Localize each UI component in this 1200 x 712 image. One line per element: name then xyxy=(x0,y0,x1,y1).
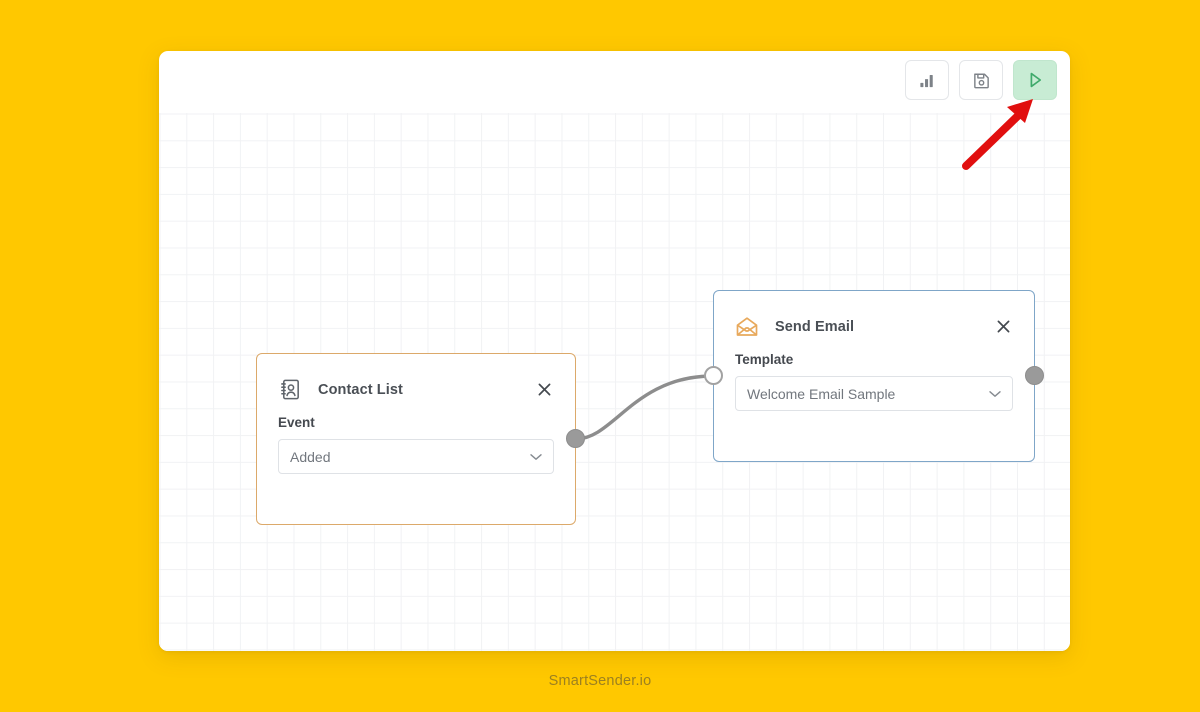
app-window: Contact List Event Added xyxy=(159,51,1070,651)
close-icon[interactable] xyxy=(533,379,555,401)
template-select-value: Welcome Email Sample xyxy=(747,385,896,402)
bar-chart-icon xyxy=(919,74,933,87)
chevron-down-icon xyxy=(989,390,1001,398)
node-send-email[interactable]: Send Email Template Welcome Email Sample xyxy=(713,290,1035,462)
open-envelope-icon xyxy=(734,314,760,340)
footer-brand: SmartSender.io xyxy=(548,673,652,689)
address-book-icon xyxy=(277,377,303,403)
node-contact-list[interactable]: Contact List Event Added xyxy=(256,353,576,525)
handle-send-email-input[interactable] xyxy=(704,366,723,385)
node-title: Contact List xyxy=(318,381,403,398)
run-button[interactable] xyxy=(1013,60,1057,100)
node-body: Event Added xyxy=(257,406,575,474)
save-button[interactable] xyxy=(959,60,1003,100)
edge-contact-list-to-send-email xyxy=(574,374,715,441)
toolbar xyxy=(905,60,1057,100)
template-select[interactable]: Welcome Email Sample xyxy=(735,376,1013,411)
node-body: Template Welcome Email Sample xyxy=(714,343,1034,411)
event-select-value: Added xyxy=(290,448,331,465)
workflow-canvas[interactable]: Contact List Event Added xyxy=(159,113,1070,651)
chevron-down-icon xyxy=(530,453,542,461)
close-icon[interactable] xyxy=(992,316,1014,338)
node-title: Send Email xyxy=(775,318,855,335)
template-field-label: Template xyxy=(735,352,794,367)
event-field-label: Event xyxy=(278,415,315,430)
statistics-button[interactable] xyxy=(905,60,949,100)
event-select[interactable]: Added xyxy=(278,439,554,474)
node-header: Contact List xyxy=(257,354,575,406)
play-triangle-icon xyxy=(1030,72,1042,88)
handle-send-email-output[interactable] xyxy=(1025,366,1044,385)
handle-contact-list-output[interactable] xyxy=(566,429,585,448)
node-header: Send Email xyxy=(714,291,1034,343)
floppy-disk-save-icon xyxy=(973,73,989,88)
